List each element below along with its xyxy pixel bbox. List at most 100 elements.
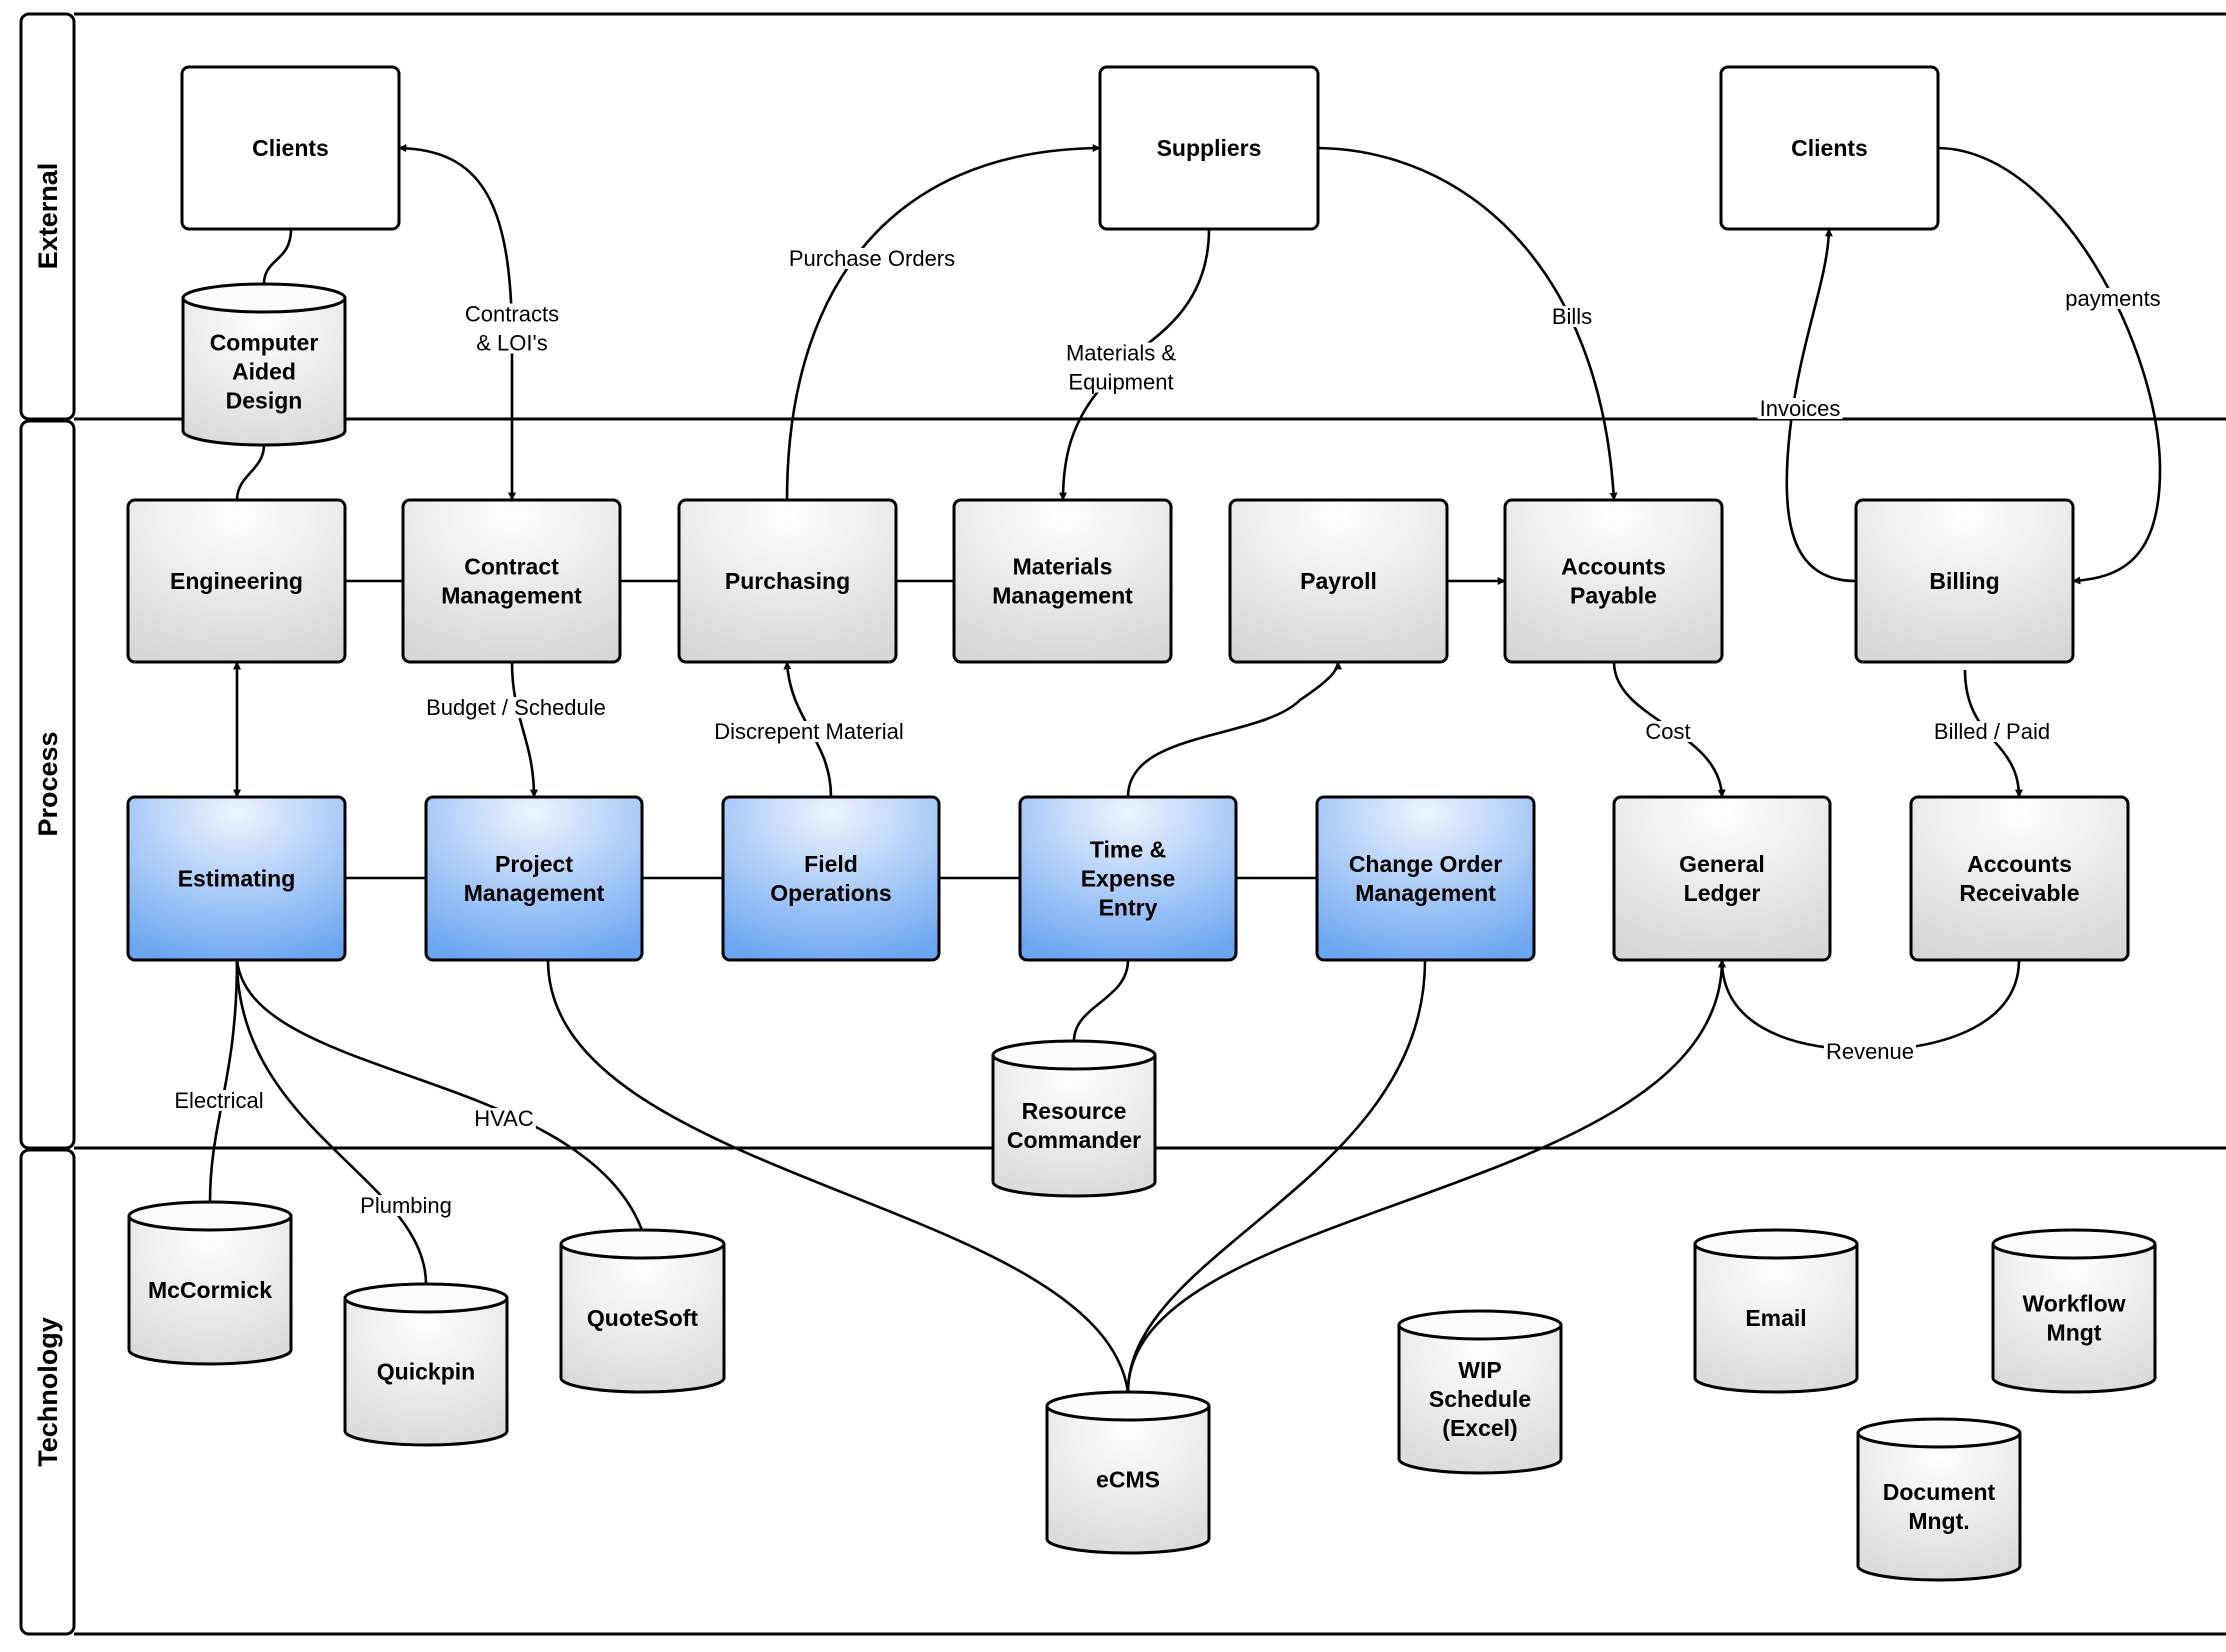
node-label: Time &: [1090, 837, 1166, 863]
node-label: General: [1679, 851, 1765, 877]
connector-invoices: [1785, 228, 1857, 583]
node-label: Accounts: [1967, 851, 2072, 877]
node-label: Ledger: [1684, 880, 1761, 906]
node-label: Estimating: [178, 866, 296, 892]
node-box: [126, 795, 347, 962]
database-icon: [1693, 1244, 1859, 1394]
node-email[interactable]: Email: [1693, 1228, 1859, 1394]
node-engineering[interactable]: Engineering: [126, 498, 347, 664]
node-label: Resource: [1022, 1098, 1127, 1124]
node-billing[interactable]: Billing: [1854, 498, 2075, 664]
node-purchasing[interactable]: Purchasing: [677, 498, 898, 664]
database-icon: [991, 1055, 1157, 1198]
node-payroll[interactable]: Payroll: [1228, 498, 1449, 664]
node-clients-right[interactable]: Clients: [1719, 65, 1940, 231]
database-icon: [1045, 1406, 1211, 1555]
edge-label-text: Electrical: [174, 1088, 263, 1113]
database-top: [1991, 1228, 2157, 1260]
node-label: Engineering: [170, 568, 303, 594]
connector-payments: [1937, 146, 2162, 585]
node-quickpin[interactable]: Quickpin: [343, 1282, 509, 1447]
database-top: [127, 1200, 293, 1232]
node-label: Payable: [1570, 583, 1657, 609]
edge-label-electrical: Electrical: [172, 1088, 266, 1113]
edge-label-background: [424, 697, 608, 718]
edge-label-text: payments: [2065, 286, 2160, 311]
edge-label-background: [1643, 721, 1693, 742]
node-quotesoft[interactable]: QuoteSoft: [559, 1228, 726, 1394]
connector-revenue: [1718, 959, 2021, 1052]
database-icon: [181, 298, 347, 447]
edge-label-background: [358, 1195, 454, 1216]
node-mccormick[interactable]: McCormick: [127, 1200, 293, 1366]
connector-hvac: [235, 959, 644, 1231]
edge-label-text: Cost: [1645, 719, 1690, 744]
database-icon: [559, 1244, 726, 1394]
node-label: eCMS: [1096, 1467, 1160, 1493]
edge-label-text: Equipment: [1068, 370, 1173, 395]
connector-te-payroll: [1126, 661, 1342, 798]
node-wip-schedule[interactable]: WIP Schedule (Excel): [1397, 1309, 1563, 1475]
node-suppliers[interactable]: Suppliers: [1098, 65, 1320, 231]
connector-budget-schedule: [510, 661, 538, 798]
edge-label-text: Billed / Paid: [1934, 719, 2050, 744]
node-label: Commander: [1007, 1127, 1141, 1153]
node-box: [721, 795, 941, 962]
node-label: Clients: [252, 135, 329, 161]
node-label: Document: [1883, 1479, 1996, 1505]
edge-label-text: & LOI's: [476, 331, 547, 356]
database-icon: [1856, 1433, 2022, 1582]
lane-label-technology: Technology: [33, 1317, 63, 1467]
node-label: McCormick: [148, 1277, 272, 1303]
node-label: Field: [804, 851, 858, 877]
edge-label-background: [1757, 398, 1843, 419]
node-box: [126, 498, 347, 664]
node-label: Workflow: [2022, 1291, 2125, 1317]
edge-label-contracts: Contracts& LOI's: [462, 302, 562, 356]
edge-label-text: Bills: [1552, 304, 1592, 329]
node-estimating[interactable]: Estimating: [126, 795, 347, 962]
lane-technology: Technology: [19, 1148, 2226, 1636]
node-box: [1854, 498, 2075, 664]
edge-label-background: [712, 721, 906, 742]
edge-label-plumbing: Plumbing: [358, 1193, 454, 1218]
connector-changeorder-ecms: [1126, 959, 1427, 1393]
node-label: Computer: [210, 330, 319, 356]
node-label: Schedule: [1429, 1386, 1531, 1412]
nodes: Clients Suppliers ClientsComputerAidedDesi…: [126, 65, 2157, 1582]
node-clients-left[interactable]: Clients: [180, 65, 401, 231]
edge-label-discrepent-material: Discrepent Material: [712, 719, 906, 744]
swimlanes: External Process Technology: [19, 12, 2226, 1636]
connector-electrical: [208, 959, 239, 1203]
database-top: [1693, 1228, 1859, 1260]
edge-label-background: [1549, 306, 1595, 327]
node-label: QuoteSoft: [587, 1305, 698, 1331]
connector-ecms-gl: [1126, 959, 1726, 1393]
node-label: WIP: [1458, 1357, 1501, 1383]
edge-label-text: Invoices: [1760, 396, 1841, 421]
database-top: [1397, 1309, 1563, 1341]
node-label: (Excel): [1442, 1415, 1517, 1441]
node-ecms[interactable]: eCMS: [1045, 1390, 1211, 1555]
node-box: [1719, 65, 1940, 231]
node-label: Accounts: [1561, 554, 1666, 580]
node-label: Management: [992, 583, 1133, 609]
node-label: Management: [441, 583, 582, 609]
node-box: [952, 498, 1173, 664]
database-top: [991, 1039, 1157, 1071]
edge-label-hvac: HVAC: [472, 1106, 536, 1131]
